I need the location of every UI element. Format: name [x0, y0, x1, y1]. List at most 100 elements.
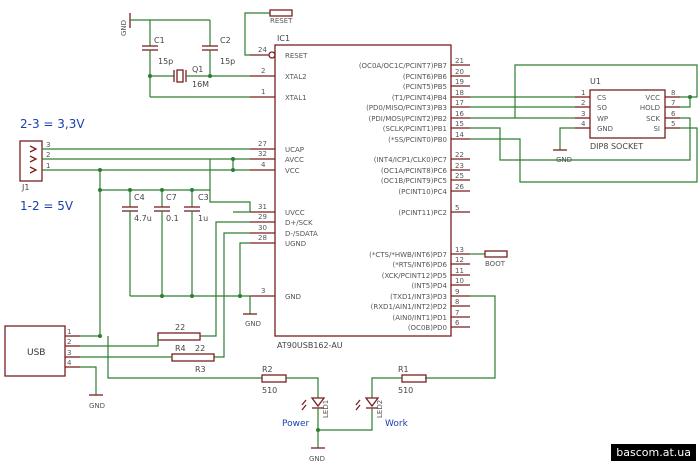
c3-ref: C3: [198, 193, 209, 202]
j1-pin-num: 1: [46, 162, 50, 170]
ic1-pin-label: (PDI/MOSI/PCINT2)PB2: [368, 115, 447, 123]
ic1-pin-label: AVCC: [285, 156, 304, 164]
r3-body: [171, 353, 215, 362]
ic1-pin-num: 18: [455, 89, 464, 97]
j1-pin-num: 3: [46, 141, 50, 149]
u1-body: [589, 89, 666, 139]
gnd-label-u1: GND: [556, 156, 572, 164]
usb-label: USB: [27, 348, 45, 358]
ic1-pin-label: (*SS/PCINT0)PB0: [388, 136, 447, 144]
ic1: IC1 AT90USB162-AU RESET 24 XTAL2 2 XTAL1…: [250, 34, 470, 350]
ic1-pin-num: 26: [455, 183, 464, 191]
ic1-pin-label: (PCINT6)PB6: [403, 73, 448, 81]
u1-pin-label: SI: [653, 125, 660, 133]
c7-ref: C7: [166, 193, 177, 202]
reset-net: RESET: [244, 9, 293, 56]
ic1-pin-label: (OC0B)PD0: [408, 324, 447, 332]
ic1-pin-label: UGND: [285, 240, 306, 248]
ic1-pin-label: VCC: [285, 167, 300, 175]
gnd-label-caps: GND: [245, 320, 261, 328]
ic1-pin-label: (PD0/MISO/PCINT3)PB3: [366, 104, 447, 112]
decoupling-caps: C4 4.7u C7 0.1 C3 1u GND: [122, 190, 261, 328]
c3-value: 1u: [198, 214, 208, 223]
ic1-pin-label: (INT4/ICP1/CLK0)PC7: [374, 156, 447, 164]
ic1-pin-num: 25: [455, 172, 464, 180]
r4-ref: R4: [175, 344, 186, 353]
u1-pin-label: CS: [597, 94, 607, 102]
u1-part: DIP8 SOCKET: [590, 142, 643, 151]
led1-ref: LED1: [322, 400, 330, 418]
r2-value: 510: [262, 386, 277, 395]
r2-ref: R2: [262, 365, 273, 374]
u1-pin-num: 8: [671, 89, 675, 97]
ic1-pin-num: 10: [455, 277, 464, 285]
ic1-pin-num: 17: [455, 99, 464, 107]
ic1-pin-label: (RXD1/AIN1/INT2)PD2: [371, 303, 447, 311]
reset-inversion-bubble: [268, 51, 276, 59]
ic1-pin-label: (AIN0/INT1)PD1: [393, 314, 447, 322]
j1-ref: J1: [21, 183, 29, 192]
ic1-pin-label: (PCINT10)PC4: [398, 188, 447, 196]
c4-ref: C4: [134, 193, 145, 202]
boot-net: BOOT: [470, 250, 508, 268]
ic1-pin-num: 22: [455, 151, 464, 159]
u1-pin-label: VCC: [645, 94, 660, 102]
c1-value: 15p: [158, 57, 173, 66]
ic1-pin-label: UVCC: [285, 209, 305, 217]
ic1-pin-num: 13: [455, 246, 464, 254]
note-3v3: 2-3 = 3,3V: [20, 117, 85, 131]
ic1-pin-label: RESET: [285, 52, 308, 60]
ic1-pin-num: 1: [261, 88, 265, 96]
ic1-pin-label: (OC0A/OC1C/PCINT7)PB7: [359, 62, 447, 70]
ic1-pin-num: 23: [455, 162, 464, 170]
boot-label: BOOT: [485, 260, 506, 268]
usb-pin-num: 2: [67, 338, 71, 346]
u1-pin-num: 7: [671, 99, 675, 107]
watermark: bascom.at.ua: [611, 444, 696, 461]
ic1-pin-num: 14: [455, 131, 464, 139]
j1-pin-num: 2: [46, 151, 50, 159]
u1-pin-num: 1: [581, 89, 585, 97]
ic1-pin-num: 5: [455, 204, 459, 212]
ic1-pin-label: (OC1A/PCINT8)PC6: [381, 167, 448, 175]
gnd-label-usb: GND: [89, 402, 105, 410]
gnd-label-top: GND: [120, 20, 128, 36]
ic1-ref: IC1: [277, 34, 290, 43]
u1-pin-num: 2: [581, 99, 585, 107]
ic1-pin-num: 28: [258, 234, 267, 242]
usb-pin-num: 4: [67, 359, 72, 367]
u1-pin-label: SO: [597, 104, 607, 112]
ic1-pin-label: XTAL2: [285, 73, 307, 81]
spi-wires: GND: [470, 64, 698, 183]
q1-value: 16M: [192, 80, 209, 89]
r1-ref: R1: [398, 365, 409, 374]
ic1-pin-num: 32: [258, 150, 267, 158]
ic1-pin-num: 30: [258, 224, 267, 232]
u1-pin-label: GND: [597, 125, 613, 133]
led-section: R2 510 LED1 Power R1 510 LED2 Work GND: [261, 295, 496, 463]
ic1-pin-num: 9: [455, 288, 459, 296]
gnd-label-leds: GND: [309, 455, 325, 463]
ic1-pin-label: GND: [285, 293, 301, 301]
ic1-part: AT90USB162-AU: [277, 341, 343, 350]
usb-pin-num: 3: [67, 349, 71, 357]
ic1-pin-label: (T1/PCINT4)PB4: [392, 94, 448, 102]
c2-value: 15p: [220, 57, 235, 66]
ic1-pin-num: 4: [261, 161, 266, 169]
ic1-pin-num: 21: [455, 57, 464, 65]
power-wires: [42, 148, 251, 336]
usb-pin-num: 1: [67, 328, 71, 336]
ic1-pin-num: 24: [258, 46, 267, 54]
c1-ref: C1: [154, 36, 165, 45]
usb-connector: USB 1 2 3 4 GND: [4, 325, 262, 410]
ic1-pin-num: 8: [455, 298, 459, 306]
ic1-pin-label: (PCINT5)PB5: [403, 83, 447, 91]
ic1-pin-num: 11: [455, 267, 464, 275]
ic1-pin-num: 27: [258, 140, 267, 148]
ic1-pin-num: 6: [455, 319, 460, 327]
note-5v: 1-2 = 5V: [20, 199, 74, 213]
ic1-pin-label: XTAL1: [285, 94, 307, 102]
u1: U1 DIP8 SOCKET CS SO WP GND 1 2 3 4 VCC …: [575, 77, 680, 151]
ic1-pin-label: (*CTS/*HWB/INT6)PD7: [369, 251, 447, 259]
